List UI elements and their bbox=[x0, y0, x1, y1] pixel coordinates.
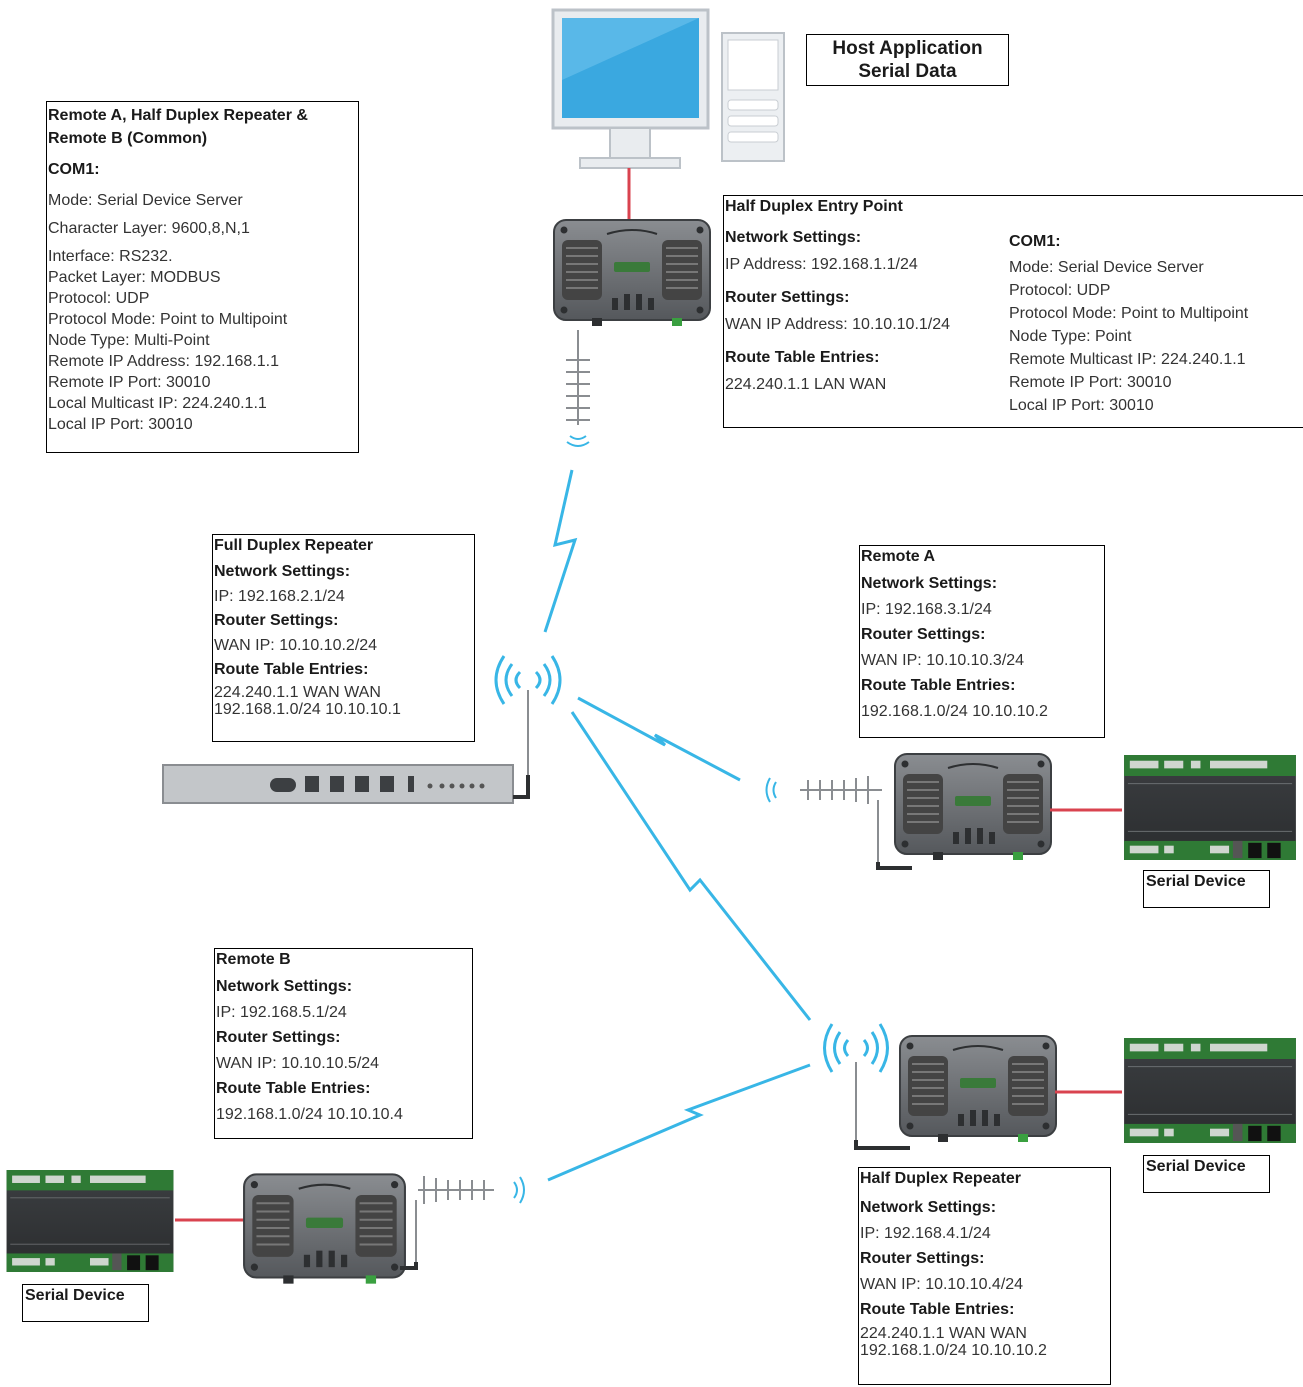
common-line-5: Remote IP Address: 192.168.1.1 bbox=[48, 353, 279, 370]
entry-point-settings-box: Half Duplex Entry Point Network Settings… bbox=[723, 195, 1303, 428]
radio-link-full-duplex-to-half-duplex bbox=[570, 711, 812, 1021]
common-line-8: Local IP Port: 30010 bbox=[48, 416, 193, 433]
entry-com-heading: COM1: bbox=[1009, 233, 1061, 250]
remote-a-signal-icon bbox=[765, 777, 777, 803]
common-line-2: Protocol: UDP bbox=[48, 290, 150, 307]
full-duplex-route-1: 224.240.1.1 WAN WAN bbox=[214, 684, 381, 701]
entry-point-radio-icon bbox=[553, 219, 711, 425]
remote-b-route-heading: Route Table Entries: bbox=[216, 1080, 371, 1097]
full-duplex-signal-icon bbox=[494, 655, 562, 705]
remote-a-route-heading: Route Table Entries: bbox=[861, 677, 1016, 694]
remote-b-wan: WAN IP: 10.10.10.5/24 bbox=[216, 1055, 380, 1072]
half-duplex-router-heading: Router Settings: bbox=[860, 1250, 985, 1267]
remote-b-settings-box: Remote B Network Settings: IP: 192.168.5… bbox=[214, 948, 473, 1139]
entry-com-line-3: Node Type: Point bbox=[1009, 328, 1132, 345]
half-duplex-route-1: 224.240.1.1 WAN WAN bbox=[860, 1325, 1027, 1342]
entry-point-title: Half Duplex Entry Point bbox=[725, 198, 903, 215]
remote-a-serial-device-text: Serial Device bbox=[1146, 873, 1246, 890]
half-duplex-network-heading: Network Settings: bbox=[860, 1199, 997, 1216]
entry-com-line-1: Protocol: UDP bbox=[1009, 282, 1111, 299]
common-character-layer: Character Layer: 9600,8,N,1 bbox=[48, 220, 250, 237]
remote-b-route-1: 192.168.1.0/24 10.10.10.4 bbox=[216, 1106, 403, 1123]
full-duplex-settings-box: Full Duplex Repeater Network Settings: I… bbox=[212, 534, 475, 742]
common-line-4: Node Type: Multi-Point bbox=[48, 332, 210, 349]
common-line-1: Packet Layer: MODBUS bbox=[48, 269, 221, 286]
common-com-heading: COM1: bbox=[48, 161, 100, 178]
half-duplex-wan: WAN IP: 10.10.10.4/24 bbox=[860, 1276, 1024, 1293]
remote-a-serial-device-icon bbox=[1123, 755, 1297, 860]
common-line-0: Interface: RS232. bbox=[48, 248, 173, 265]
remote-b-serial-device-icon bbox=[6, 1170, 174, 1272]
remote-a-network-heading: Network Settings: bbox=[861, 575, 998, 592]
full-duplex-route-heading: Route Table Entries: bbox=[214, 661, 369, 678]
entry-com-line-4: Remote Multicast IP: 224.240.1.1 bbox=[1009, 351, 1246, 368]
entry-route-heading: Route Table Entries: bbox=[725, 349, 880, 366]
full-duplex-route-2: 192.168.1.0/24 10.10.10.1 bbox=[214, 701, 401, 718]
remote-a-ip: IP: 192.168.3.1/24 bbox=[861, 601, 992, 618]
remote-b-radio-icon bbox=[243, 1173, 494, 1285]
remote-b-network-heading: Network Settings: bbox=[216, 978, 353, 995]
remote-b-serial-device-text: Serial Device bbox=[25, 1287, 125, 1304]
remote-a-router-heading: Router Settings: bbox=[861, 626, 986, 643]
half-duplex-signal-icon bbox=[823, 1023, 889, 1073]
remote-b-title: Remote B bbox=[216, 951, 291, 968]
half-duplex-serial-device-text: Serial Device bbox=[1146, 1158, 1246, 1175]
full-duplex-router-heading: Router Settings: bbox=[214, 612, 339, 629]
common-line-3: Protocol Mode: Point to Multipoint bbox=[48, 311, 288, 328]
host-application-label: Host Application Serial Data bbox=[806, 34, 1009, 86]
half-duplex-route-heading: Route Table Entries: bbox=[860, 1301, 1015, 1318]
radio-link-full-duplex-to-remote-a bbox=[577, 696, 741, 782]
host-label-line1: Host Application bbox=[832, 38, 983, 59]
radio-link-lines bbox=[543, 469, 812, 1182]
half-duplex-title: Half Duplex Repeater bbox=[860, 1170, 1021, 1187]
full-duplex-repeater-icon bbox=[162, 690, 530, 804]
remote-b-ip: IP: 192.168.5.1/24 bbox=[216, 1004, 347, 1021]
full-duplex-wan: WAN IP: 10.10.10.2/24 bbox=[214, 637, 378, 654]
entry-ip: IP Address: 192.168.1.1/24 bbox=[725, 256, 918, 273]
host-label-line2: Serial Data bbox=[858, 61, 957, 82]
full-duplex-network-heading: Network Settings: bbox=[214, 563, 351, 580]
remote-b-signal-icon bbox=[513, 1176, 525, 1204]
entry-route-1: 224.240.1.1 LAN WAN bbox=[725, 376, 887, 393]
remote-a-wan: WAN IP: 10.10.10.3/24 bbox=[861, 652, 1025, 669]
half-duplex-ip: IP: 192.168.4.1/24 bbox=[860, 1225, 991, 1242]
remote-a-radio-icon bbox=[800, 753, 1052, 870]
half-duplex-settings-box: Half Duplex Repeater Network Settings: I… bbox=[858, 1167, 1111, 1385]
entry-wan: WAN IP Address: 10.10.10.1/24 bbox=[725, 316, 951, 333]
entry-network-heading: Network Settings: bbox=[725, 229, 862, 246]
remote-a-settings-box: Remote A Network Settings: IP: 192.168.3… bbox=[859, 545, 1105, 738]
radio-link-remote-b-to-half-duplex bbox=[547, 1063, 811, 1182]
remote-a-title: Remote A bbox=[861, 548, 936, 565]
remote-b-router-heading: Router Settings: bbox=[216, 1029, 341, 1046]
full-duplex-ip: IP: 192.168.2.1/24 bbox=[214, 588, 345, 605]
remote-b-serial-device-label: Serial Device bbox=[22, 1284, 149, 1322]
remote-a-serial-device-label: Serial Device bbox=[1143, 870, 1270, 908]
entry-com-line-0: Mode: Serial Device Server bbox=[1009, 259, 1204, 276]
half-duplex-serial-device-label: Serial Device bbox=[1143, 1155, 1270, 1193]
entry-router-heading: Router Settings: bbox=[725, 289, 850, 306]
common-mode: Mode: Serial Device Server bbox=[48, 192, 243, 209]
common-settings-box: Remote A, Half Duplex Repeater & Remote … bbox=[46, 101, 359, 453]
full-duplex-title: Full Duplex Repeater bbox=[214, 537, 374, 554]
entry-point-signal-icon bbox=[566, 435, 590, 447]
radio-link-entry-to-full-duplex bbox=[543, 469, 578, 633]
entry-com-line-5: Remote IP Port: 30010 bbox=[1009, 374, 1172, 391]
half-duplex-radio-icon bbox=[854, 1035, 1057, 1150]
half-duplex-serial-device-icon bbox=[1123, 1038, 1297, 1143]
common-line-7: Local Multicast IP: 224.240.1.1 bbox=[48, 395, 267, 412]
host-computer-icon bbox=[551, 8, 785, 169]
half-duplex-route-2: 192.168.1.0/24 10.10.10.2 bbox=[860, 1342, 1047, 1359]
entry-com-line-6: Local IP Port: 30010 bbox=[1009, 397, 1154, 414]
remote-a-route-1: 192.168.1.0/24 10.10.10.2 bbox=[861, 703, 1048, 720]
common-settings-title: Remote A, Half Duplex Repeater & Remote … bbox=[48, 107, 308, 147]
entry-com-line-2: Protocol Mode: Point to Multipoint bbox=[1009, 305, 1249, 322]
common-line-6: Remote IP Port: 30010 bbox=[48, 374, 211, 391]
